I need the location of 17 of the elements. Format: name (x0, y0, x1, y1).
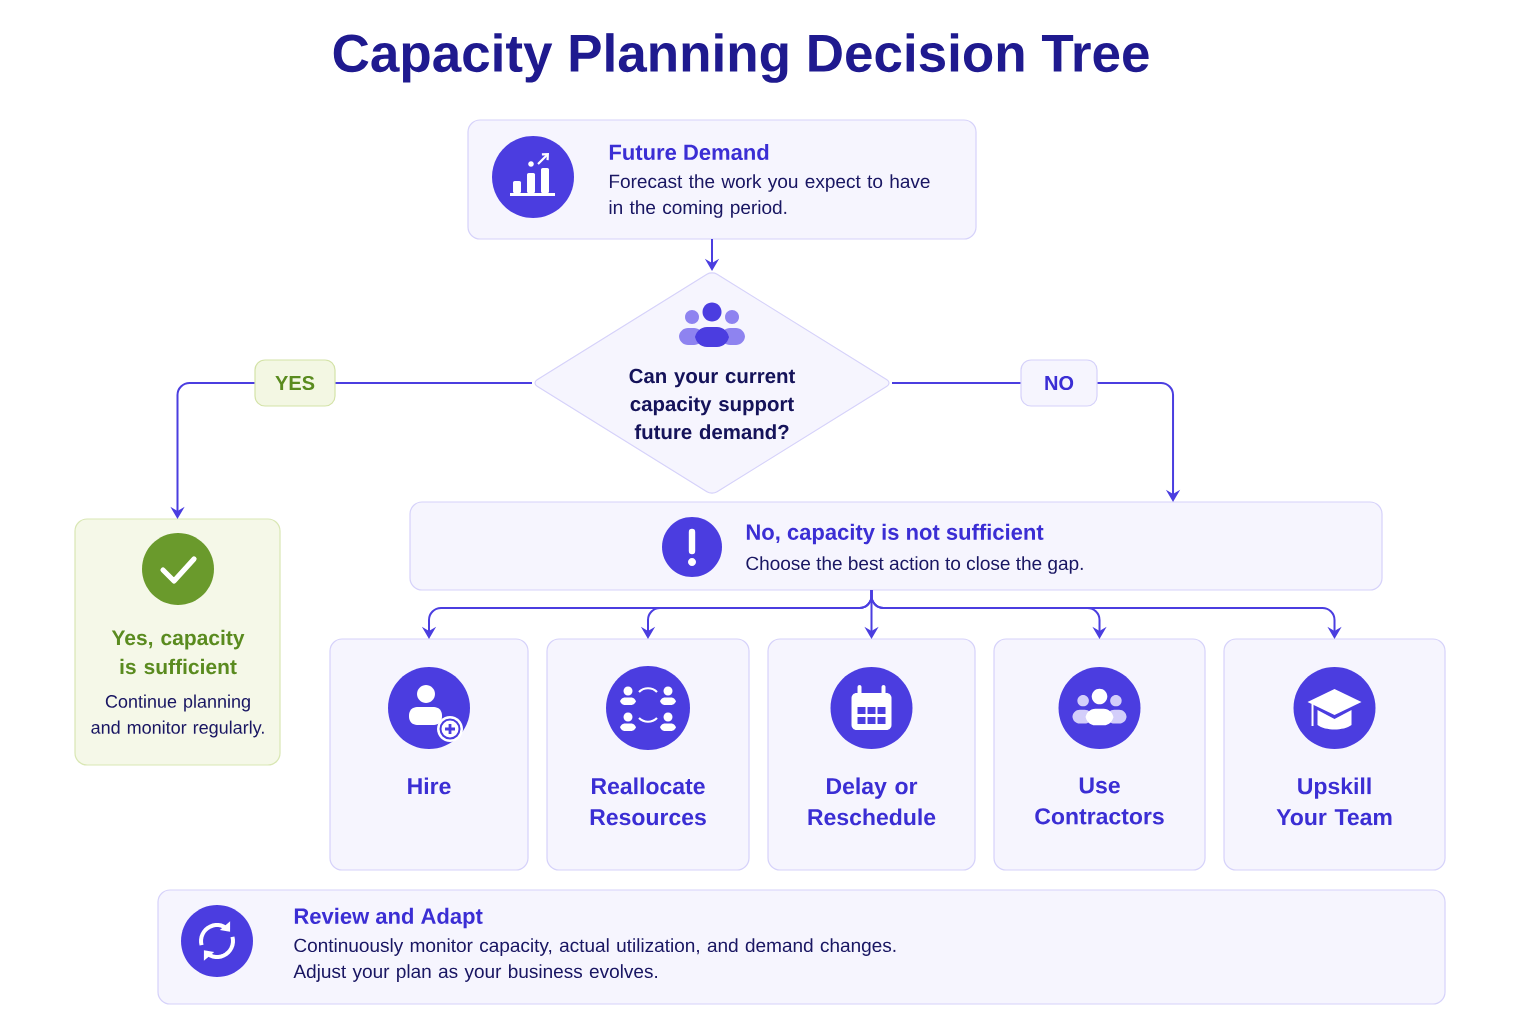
heading: Review and Adapt (294, 907, 483, 929)
heading: No, capacity is not sufficient (746, 523, 1044, 545)
option-label: Upskill Your Team (1276, 777, 1392, 826)
heading: Future Demand (609, 143, 769, 161)
option-label: Hire (408, 777, 451, 795)
title: Capacity Planning Decision Tree (333, 33, 1149, 83)
option-label: Reallocate Resources (590, 777, 706, 826)
description: Continuously monitor capacity, actual utilization, and demand changes. Adjust your plan as your business evolves. (293, 938, 896, 982)
option-label: Delay or Reschedule (808, 777, 936, 826)
description: Forecast the work you expect to have in the coming period. (609, 174, 930, 218)
heading: Yes, capacity is sufficient (111, 629, 245, 675)
edge-label: YES (254, 359, 336, 407)
description: Choose the best action to close the gap. (746, 556, 1083, 574)
edge-label: NO (1020, 359, 1098, 407)
option-label: Use Contractors (1035, 777, 1164, 825)
question-text: Can your current capacity support future demand? (629, 368, 796, 440)
description: Continue planning and monitor regularly. (91, 694, 264, 738)
